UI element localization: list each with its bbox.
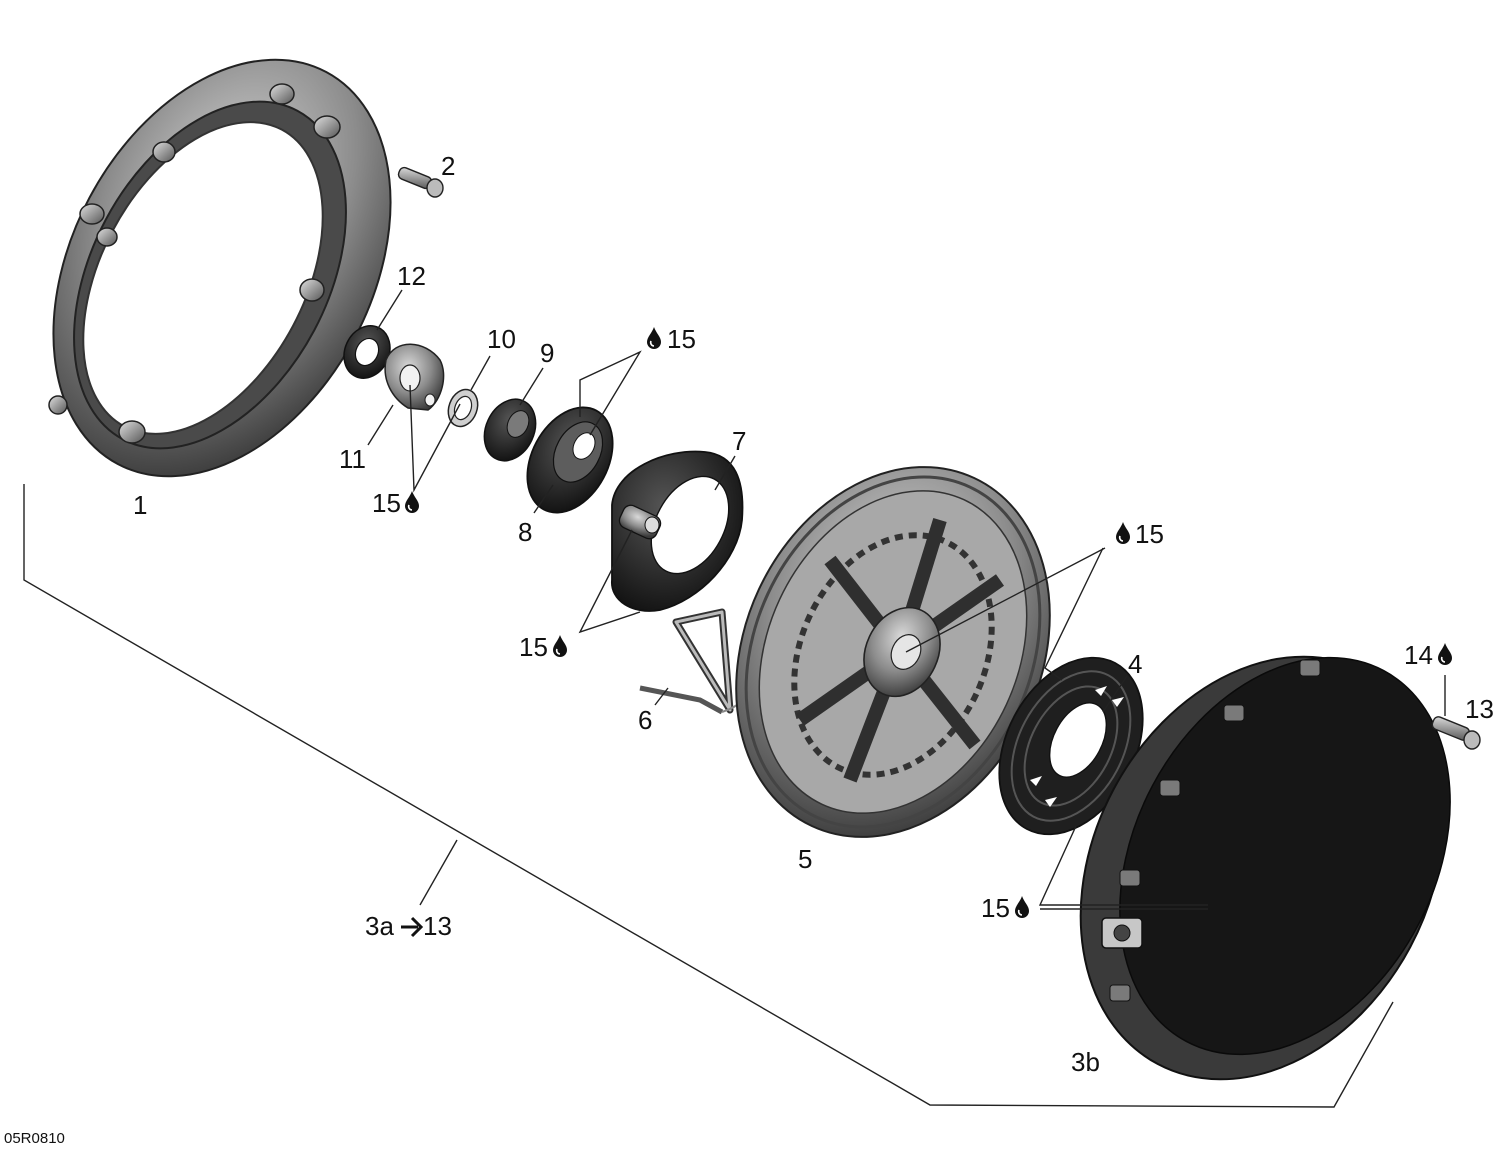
leader-lines — [23, 289, 1446, 1108]
oil-drop-icon — [404, 491, 420, 513]
part-9-cup — [483, 398, 537, 462]
part-13-screw — [1431, 716, 1481, 750]
callout-4: 4 — [1128, 649, 1142, 679]
callout-15-plate: 15 — [519, 632, 548, 662]
callout-3a: 3a — [365, 911, 394, 941]
callout-15-lower: 15 — [981, 893, 1010, 923]
part-7-pawl-plate — [611, 450, 744, 612]
oil-drop-icon — [1115, 522, 1131, 544]
part-4-recoil-spring — [998, 656, 1144, 836]
callout-15-pulley: 15 — [1135, 519, 1164, 549]
callout-10: 10 — [487, 324, 516, 354]
callout-5: 5 — [798, 844, 812, 874]
part-11-bushing — [384, 343, 445, 411]
oil-drop-icon — [646, 327, 662, 349]
part-2-screw — [397, 166, 444, 198]
callout-2: 2 — [441, 151, 455, 181]
arrow-right-icon — [401, 916, 424, 938]
oil-drop-icon — [1437, 643, 1453, 665]
callout-11: 11 — [339, 444, 366, 474]
part-1-starter-housing-ring — [48, 58, 392, 478]
callout-labels: 1 2 12 10 9 11 7 8 6 5 4 13 3b 14 15 15 … — [4, 151, 1494, 1147]
callout-13: 13 — [1465, 694, 1494, 724]
callout-15-top: 15 — [667, 324, 696, 354]
callout-9: 9 — [540, 338, 554, 368]
part-10-washer — [447, 388, 479, 428]
figure-code: 05R0810 — [4, 1130, 65, 1147]
callout-1: 1 — [133, 490, 147, 520]
oil-drop-icon — [1014, 896, 1030, 918]
callout-14: 14 — [1404, 640, 1433, 670]
callout-15-bushing: 15 — [372, 488, 401, 518]
oil-drop-icon — [552, 635, 568, 657]
callout-3b: 3b — [1071, 1047, 1100, 1077]
callout-7: 7 — [732, 426, 746, 456]
callout-12: 12 — [397, 261, 426, 291]
callout-3a-to: 13 — [423, 911, 452, 941]
callout-6: 6 — [638, 705, 652, 735]
part-3b-starter-cover — [1079, 655, 1451, 1081]
callout-8: 8 — [518, 517, 532, 547]
